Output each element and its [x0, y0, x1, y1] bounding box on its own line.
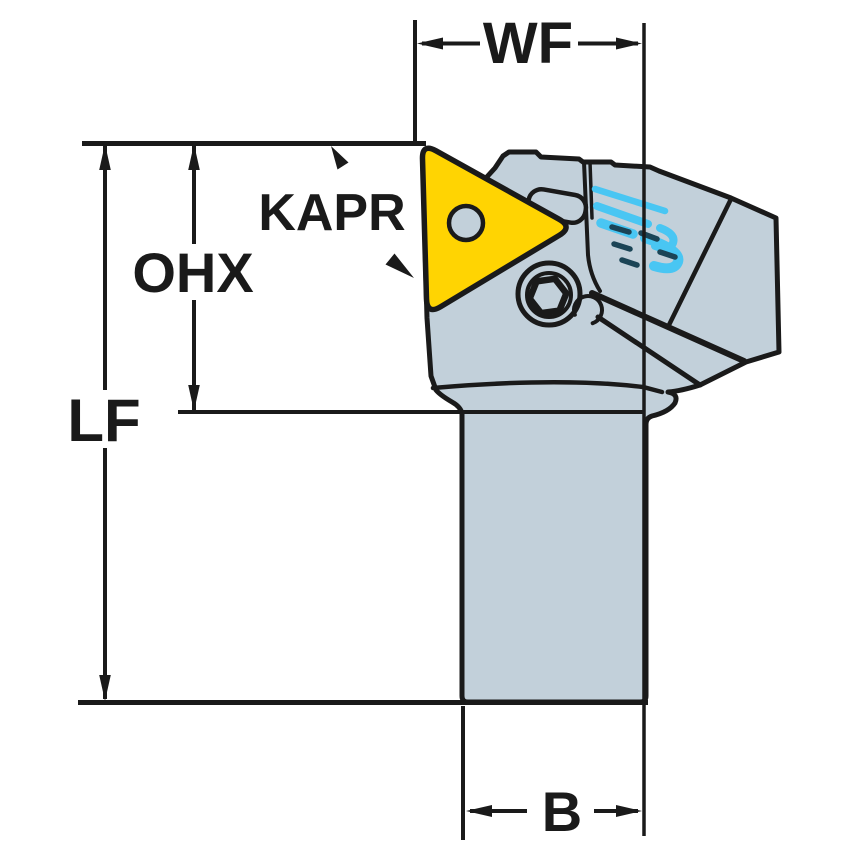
dimension-annotations: WF KAPR OHX LF	[66, 11, 648, 843]
wf-arrow-right	[616, 37, 642, 50]
dim-kapr: KAPR	[258, 146, 414, 278]
dim-wf: WF	[413, 11, 646, 836]
insert-hole	[446, 203, 486, 243]
kapr-arrow-upper	[331, 146, 349, 170]
dim-ohx: OHX	[128, 144, 258, 411]
ohx-arrow-down	[188, 385, 200, 411]
kapr-arrow-lower	[385, 253, 414, 278]
kapr-label: KAPR	[258, 184, 405, 242]
facet-ridge-line	[665, 196, 734, 330]
facet-chamfer-bottom-line	[595, 314, 703, 388]
wf-label: WF	[483, 11, 573, 76]
chip-flow-icon	[591, 185, 684, 274]
insert-triangle	[419, 145, 569, 313]
facet-chamfer-top-line	[589, 290, 747, 364]
dim-lf: LF	[66, 144, 144, 701]
head-facet-lines	[430, 160, 747, 395]
ohx-arrow-up	[188, 144, 200, 170]
cutting-insert	[419, 145, 569, 313]
clamp-edge-line	[582, 160, 602, 293]
ohx-label: OHX	[132, 241, 253, 304]
dim-b: B	[461, 706, 642, 843]
b-arrow-left	[466, 805, 492, 817]
lf-arrow-down	[99, 675, 111, 701]
clamp-screw-icon	[515, 260, 583, 328]
tool-body	[419, 145, 782, 705]
b-arrow-right	[616, 805, 642, 817]
lf-label: LF	[67, 387, 140, 454]
head-bottom-edge-line	[430, 379, 665, 395]
wf-arrow-left	[417, 37, 443, 50]
screw-inner-ring	[525, 271, 573, 319]
lf-arrow-up	[99, 144, 111, 170]
hex-socket-icon	[526, 275, 570, 317]
ohx-label-bg	[128, 244, 258, 300]
clamp-edge-line-2	[588, 160, 594, 220]
b-label: B	[542, 780, 582, 843]
lf-label-bg	[66, 390, 144, 448]
screw-outer-ring	[515, 260, 583, 328]
